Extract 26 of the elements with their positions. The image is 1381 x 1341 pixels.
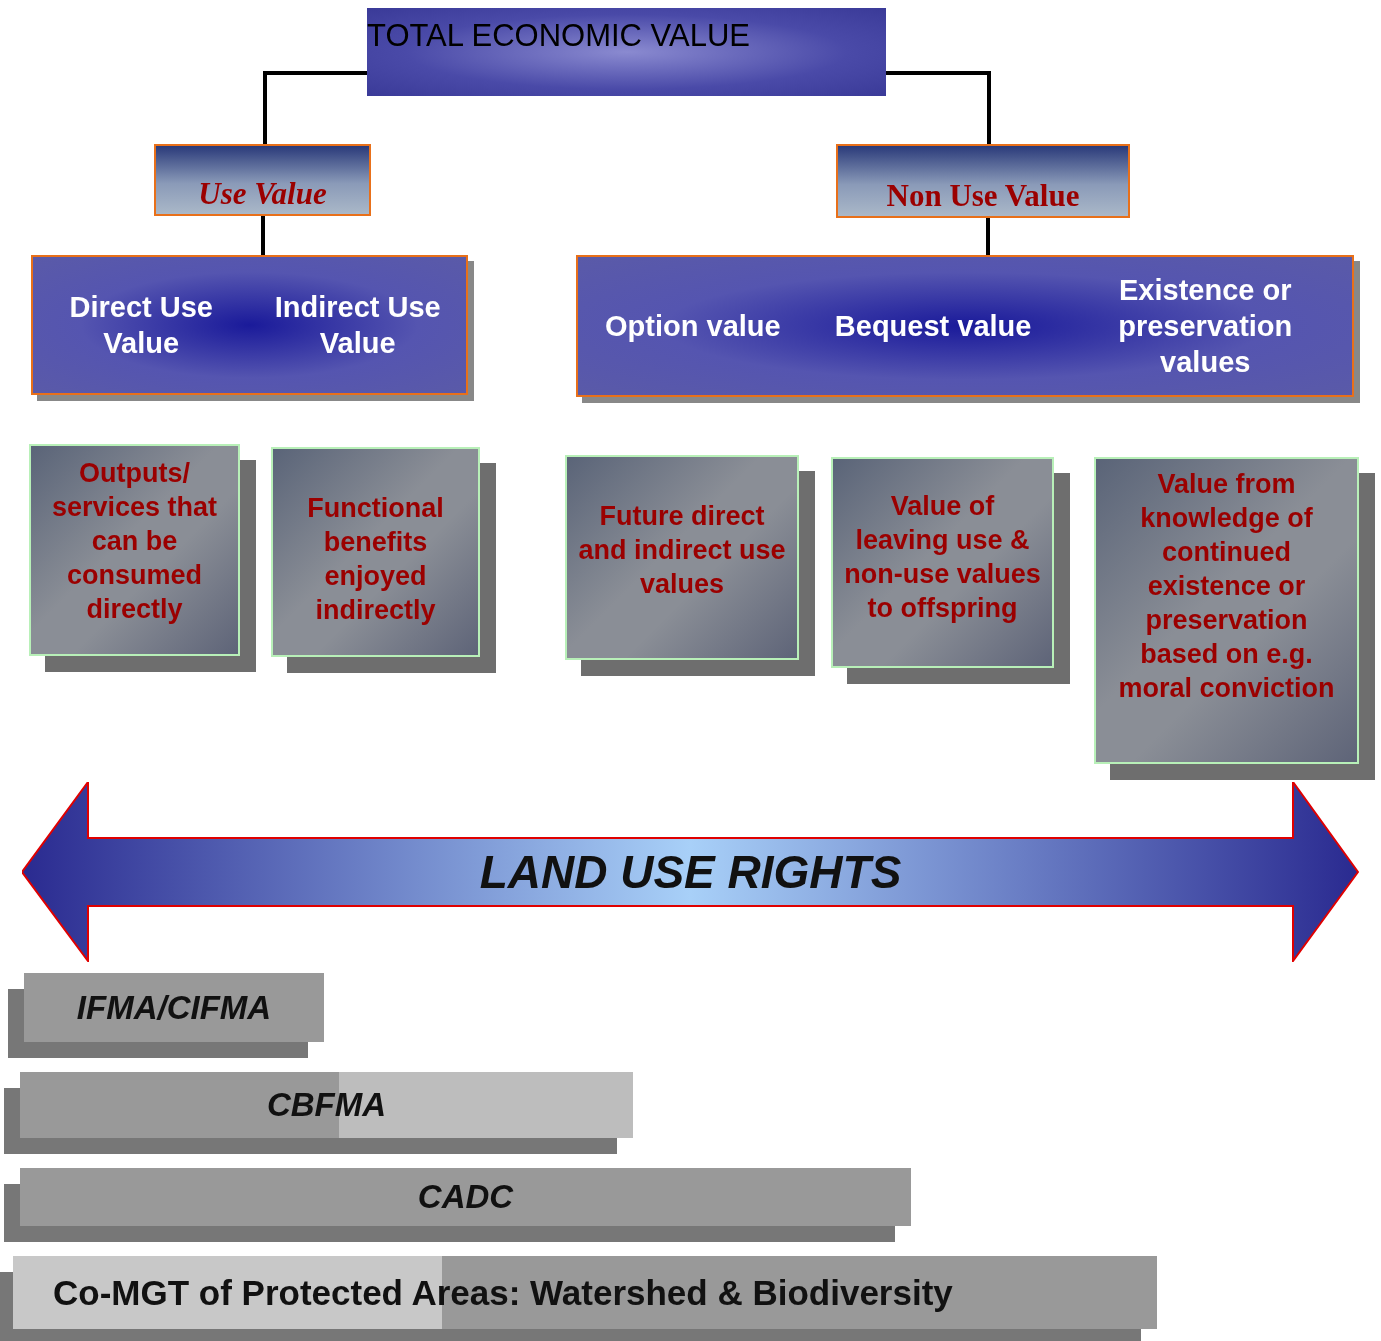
value-type-label: Direct Use Value — [68, 290, 214, 361]
connector-line — [886, 71, 991, 144]
value-type-label: Indirect Use Value — [273, 290, 442, 361]
title-box — [367, 8, 886, 96]
category-box — [836, 144, 1130, 218]
bar-label: CBFMA — [266, 1086, 387, 1124]
connector-line — [261, 216, 265, 255]
connector-line — [986, 218, 990, 255]
double-arrow-banner — [22, 782, 1359, 962]
box-title: TOTAL ECONOMIC VALUE — [367, 18, 751, 54]
bar-label: IFMA/CIFMA — [76, 988, 272, 1027]
value-type-label: Option value — [605, 309, 781, 344]
value-type-label: Existence or preservation values — [1117, 273, 1294, 380]
description-text: Value of leaving use & non-use values to offspring — [843, 490, 1042, 625]
value-type-label: Bequest value — [834, 309, 1032, 344]
description-text: Functional benefits enjoyed indirectly — [306, 492, 445, 627]
bar-label: Co-MGT of Protected Areas: Watershed & Biodiversity — [53, 1272, 953, 1313]
description-text: Outputs/ services that can be consumed directly — [50, 457, 219, 626]
description-text: Value from knowledge of continued existence or preservation based on e.g. moral conviction — [1117, 468, 1336, 705]
box-title: Non Use Value — [886, 178, 1080, 214]
bar-label: CADC — [417, 1178, 514, 1216]
description-text: Future direct and indirect use values — [577, 500, 787, 601]
banner-text: LAND USE RIGHTS — [479, 845, 902, 899]
connector-line — [263, 71, 367, 144]
category-box — [154, 144, 371, 216]
box-title: Use Value — [198, 176, 327, 212]
